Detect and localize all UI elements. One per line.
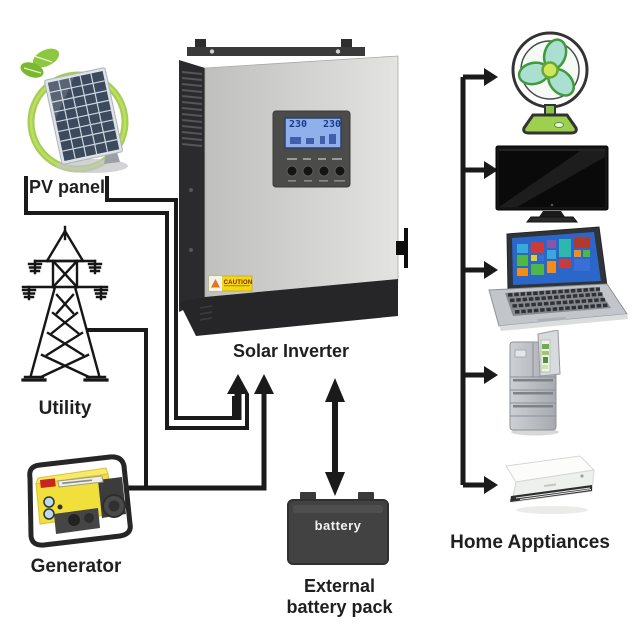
air-conditioner-image xyxy=(505,455,596,514)
ac-arrowhead xyxy=(484,476,498,494)
vent-slats xyxy=(181,71,203,147)
utility-wire xyxy=(86,328,148,486)
laptop-screen-tiles xyxy=(517,237,590,276)
solar-inverter-label: Solar Inverter xyxy=(232,341,350,361)
external-battery-label-line1: External xyxy=(303,576,376,596)
pv-wire-inner xyxy=(105,176,236,420)
plug-icon xyxy=(404,228,408,268)
panel-buttons xyxy=(286,165,346,177)
lcd-values: 230 230 xyxy=(287,119,343,130)
pv-panel-label: PV panel xyxy=(29,177,106,197)
lcd-right-value: 230 xyxy=(322,119,341,130)
fridge-arrowhead xyxy=(484,366,498,384)
battery-arrowhead-down xyxy=(325,472,345,496)
pv-module xyxy=(44,67,123,165)
external-battery-label-line2: battery pack xyxy=(286,597,393,617)
generator-wire xyxy=(128,392,267,491)
utility-tower-image xyxy=(21,225,109,382)
external-battery-label: External battery pack xyxy=(272,576,407,618)
home-appliances-label: Home Apptiances xyxy=(450,532,610,553)
lcd-left-value: 230 xyxy=(289,119,308,130)
generator-label: Generator xyxy=(30,556,122,577)
pv-wire-outer xyxy=(24,176,249,430)
generator-image xyxy=(27,454,133,548)
battery-image: battery xyxy=(286,490,390,572)
battery-cell-label: battery xyxy=(314,518,362,533)
pv-arrowhead xyxy=(227,374,249,394)
fan-arrowhead xyxy=(484,68,498,86)
generator-arrowhead xyxy=(254,374,274,394)
television-image xyxy=(495,145,609,223)
pv-panel-image xyxy=(20,48,129,173)
solar-inverter-image xyxy=(179,39,408,336)
laptop-arrowhead xyxy=(484,261,498,279)
tv-arrowhead xyxy=(484,161,498,179)
laptop-image xyxy=(488,226,628,331)
utility-label: Utility xyxy=(38,398,92,419)
battery-arrowhead-up xyxy=(325,378,345,402)
fan-image xyxy=(511,31,589,135)
caution-sticker-text: CAUTION xyxy=(223,280,253,286)
refrigerator-image xyxy=(509,330,561,436)
